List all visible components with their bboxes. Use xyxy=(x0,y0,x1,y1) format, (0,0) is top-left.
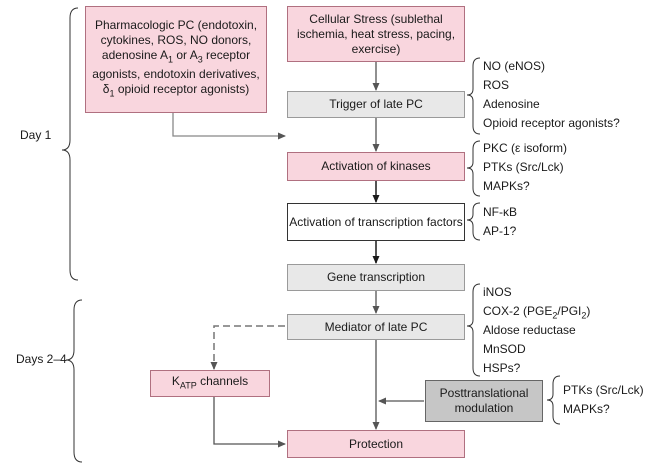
days24-brace xyxy=(65,299,83,463)
protection-box: Protection xyxy=(287,430,465,458)
kinases-brace xyxy=(466,140,481,197)
kinases-box: Activation of kinases xyxy=(287,152,465,181)
protection-label: Protection xyxy=(348,436,404,451)
mediator-item-5: HSPs? xyxy=(483,361,521,375)
arrow-katp-protection xyxy=(213,397,286,448)
pharmacologic-line4: endotoxin derivatives, δ1 xyxy=(102,67,260,99)
trigger-item-3: Adenosine xyxy=(483,97,540,111)
trigger-brace xyxy=(466,57,481,135)
post-kinase-item-2: MAPKs? xyxy=(563,402,610,416)
post-kinase-item-1: PTKs (Src/Lck) xyxy=(563,383,644,397)
trigger-item-2: ROS xyxy=(483,78,510,92)
posttranslational-box: Posttranslational modulation xyxy=(425,380,543,422)
posttranslational-line1: Posttranslational xyxy=(439,386,529,400)
days24-label: Days 2–4 xyxy=(16,352,67,366)
cellular-stress-box: Cellular Stress (sublethal ischemia, hea… xyxy=(287,6,465,62)
trigger-item-1: NO (eNOS) xyxy=(483,59,546,73)
pharmacologic-pc-box: Pharmacologic PC (endotoxin, cytokines, … xyxy=(85,6,267,113)
kinases-label: Activation of kinases xyxy=(321,159,431,173)
trigger-box: Trigger of late PC xyxy=(287,91,465,118)
gene-transcription-label: Gene transcription xyxy=(326,270,426,284)
arrow-pharm-trigger xyxy=(172,113,286,140)
pharmacologic-line3: A3 receptor agonists, xyxy=(92,47,251,81)
transcription-factors-line2: factors xyxy=(426,214,463,229)
pharmacologic-title: Pharmacologic PC xyxy=(94,17,195,32)
cellular-stress-title: Cellular Stress xyxy=(309,11,388,26)
arrow-mediator-katp xyxy=(210,325,285,370)
mediator-label: Mediator of late PC xyxy=(324,319,428,334)
trigger-item-4: Opioid receptor agonists? xyxy=(483,116,620,130)
kinase-item-1: PKC (ε isoform) xyxy=(483,141,568,155)
factor-item-1: NF-κB xyxy=(483,205,517,219)
pharmacologic-line2: NO donors, adenosine A1 or xyxy=(101,32,252,64)
katp-label: KATP channels xyxy=(171,373,249,391)
post-brace xyxy=(546,375,561,425)
mediator-item-2: COX-2 (PGE2/PGI2) xyxy=(483,304,591,321)
mediator-item-3: Aldose reductase xyxy=(483,323,576,337)
pharmacologic-line5: opioid receptor agonists) xyxy=(117,82,250,96)
mediators-brace xyxy=(466,283,481,377)
factor-item-2: AP-1? xyxy=(483,224,517,238)
katp-channels-box: KATP channels xyxy=(150,370,270,397)
kinase-item-2: PTKs (Src/Lck) xyxy=(483,160,564,174)
transcription-factors-box: Activation of transcription factors xyxy=(287,203,465,241)
posttranslational-line2: modulation xyxy=(454,401,514,415)
gene-transcription-box: Gene transcription xyxy=(287,264,465,291)
pharmacologic-line1: (endotoxin, cytokines, ROS, xyxy=(100,17,258,47)
mediator-item-1: iNOS xyxy=(483,285,512,299)
kinase-item-3: MAPKs? xyxy=(483,179,530,193)
cellular-stress-line2: stress, pacing, exercise) xyxy=(351,26,456,56)
day1-brace xyxy=(61,7,79,281)
mediator-item-4: MnSOD xyxy=(483,342,526,356)
day1-label: Day 1 xyxy=(20,128,52,142)
mediator-box: Mediator of late PC xyxy=(287,314,465,340)
transcription-factors-line1: Activation of transcription xyxy=(289,214,424,229)
factors-brace xyxy=(466,202,481,241)
trigger-label: Trigger of late PC xyxy=(329,97,423,111)
cellular-stress-line1: (sublethal ischemia, heat xyxy=(296,11,443,41)
